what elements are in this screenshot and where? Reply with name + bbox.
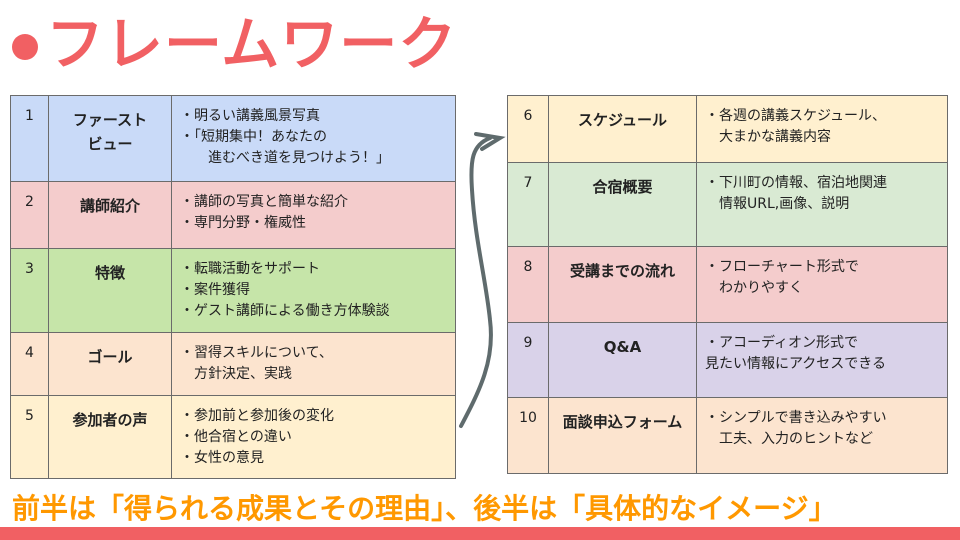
row-section-name: 受講までの流れ <box>548 246 697 323</box>
row-section-name: 特徴 <box>48 248 172 333</box>
row-number: 1 <box>10 95 49 182</box>
footer-summary: 前半は「得られる成果とその理由」、後半は「具体的なイメージ」 <box>12 492 837 525</box>
arrow-head <box>474 132 506 151</box>
row-section-name: ファースト ビュー <box>48 95 172 182</box>
footer-bar <box>0 527 960 540</box>
row-section-name: スケジュール <box>548 95 697 163</box>
row-description: ・明るい講義風景写真 ・「短期集中！あなたの 進むべき道を見つけよう！」 <box>171 95 456 182</box>
bullet-dot-icon <box>12 34 38 60</box>
row-section-name: 面談申込フォーム <box>548 397 697 474</box>
row-section-name: ゴール <box>48 332 172 396</box>
row-number: 5 <box>10 395 49 479</box>
row-number: 10 <box>507 397 549 474</box>
row-number: 6 <box>507 95 549 163</box>
row-description: ・アコーディオン形式で 見たい情報にアクセスできる <box>696 322 948 398</box>
row-section-name: Q&A <box>548 322 697 398</box>
slide-title-text: フレームワーク <box>46 10 458 78</box>
slide-title: フレームワーク <box>12 4 457 84</box>
row-description: ・習得スキルについて、 方針決定、実践 <box>171 332 456 396</box>
row-description: ・フローチャート形式で わかりやすく <box>696 246 948 323</box>
row-number: 2 <box>10 181 49 249</box>
row-description: ・参加前と参加後の変化 ・他合宿との違い ・女性の意見 <box>171 395 456 479</box>
curved-arrow-icon <box>459 132 506 428</box>
row-description: ・下川町の情報、宿泊地関連 情報URL,画像、説明 <box>696 162 948 247</box>
row-description: ・シンプルで書き込みやすい 工夫、入力のヒントなど <box>696 397 948 474</box>
row-section-name: 合宿概要 <box>548 162 697 247</box>
row-section-name: 講師紹介 <box>48 181 172 249</box>
row-number: 9 <box>507 322 549 398</box>
row-number: 7 <box>507 162 549 247</box>
row-number: 4 <box>10 332 49 396</box>
row-number: 8 <box>507 246 549 323</box>
row-section-name: 参加者の声 <box>48 395 172 479</box>
row-number: 3 <box>10 248 49 333</box>
arrow-shaft <box>459 136 493 428</box>
row-description: ・各週の講義スケジュール、 大まかな講義内容 <box>696 95 948 163</box>
row-description: ・講師の写真と簡単な紹介 ・専門分野・権威性 <box>171 181 456 249</box>
row-description: ・転職活動をサポート ・案件獲得 ・ゲスト講師による働き方体験談 <box>171 248 456 333</box>
